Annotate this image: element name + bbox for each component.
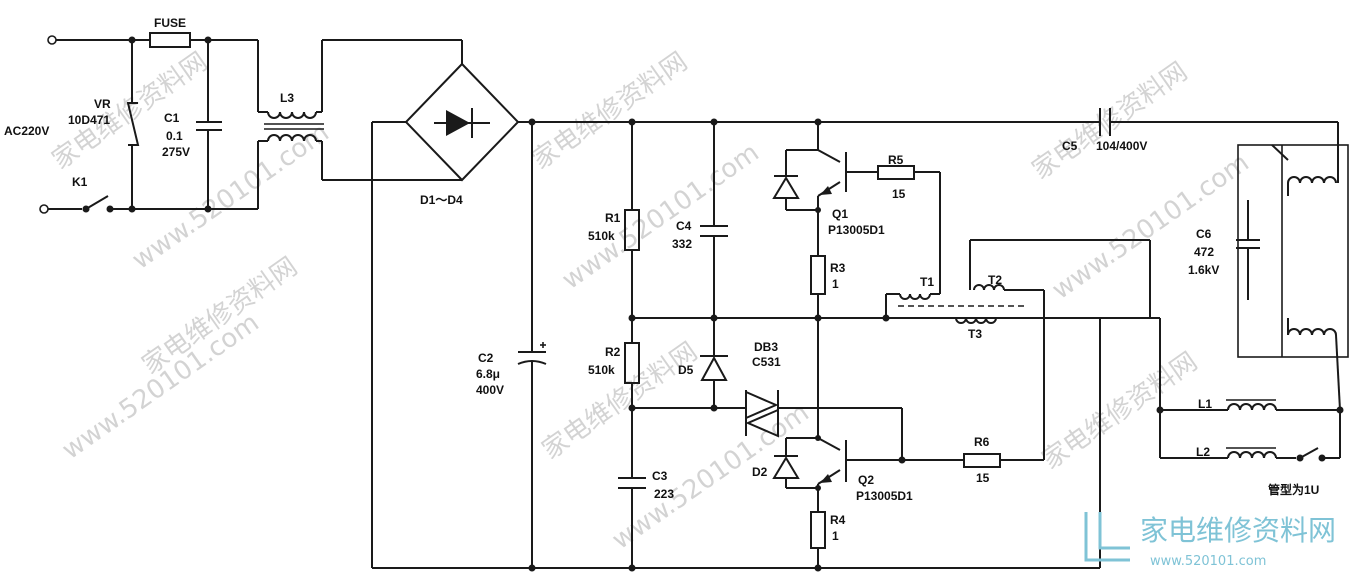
power-rails: [372, 118, 1101, 572]
c6-voltage: 1.6kV: [1188, 263, 1219, 277]
db3-diac: [745, 390, 818, 438]
tube-top-filament: [1287, 176, 1337, 184]
ac-label: AC220V: [4, 124, 49, 138]
c5-value: 104/400V: [1096, 139, 1147, 153]
watermark-url: www.520101.com: [127, 118, 335, 276]
r4-value: 1: [832, 529, 839, 543]
tube-bottom-filament: [1287, 328, 1337, 336]
q1-label: Q1: [832, 207, 848, 221]
component-labels: AC220V K1 FUSE VR 10D471 C1 0.1 275V L3 …: [4, 16, 1319, 543]
l2-winding: [1227, 451, 1277, 459]
l3-winding-top: [267, 111, 317, 119]
c4-d5-column: [632, 122, 1160, 412]
watermark-url: www.520101.com: [607, 398, 815, 556]
watermark-cn: 家电维修资料网: [527, 47, 693, 176]
c2-voltage: 400V: [476, 383, 504, 397]
watermark-layer: 家电维修资料网 www.520101.com www.520101.com 家电…: [47, 47, 1255, 556]
r1-value: 510k: [588, 229, 615, 243]
watermark-cn: 家电维修资料网: [1037, 347, 1203, 476]
l3-label: L3: [280, 91, 294, 105]
q1-value: P13005D1: [828, 223, 885, 237]
t2-winding: [973, 284, 1005, 291]
ac-input-section: [39, 32, 463, 214]
r2-value: 510k: [588, 363, 615, 377]
output-lamp-section: [1099, 108, 1349, 462]
c2-label: C2: [478, 351, 494, 365]
c6-value: 472: [1194, 245, 1214, 259]
r3-value: 1: [832, 277, 839, 291]
t3-label: T3: [968, 327, 982, 341]
watermark-url: www.520101.com: [557, 138, 765, 296]
r6-label: R6: [974, 435, 990, 449]
bridge-rectifier: [371, 62, 1100, 568]
r2-label: R2: [605, 345, 621, 359]
logo-cn: 家电维修资料网: [1140, 514, 1336, 547]
db3-value: C531: [752, 355, 781, 369]
t3-winding: [955, 317, 997, 324]
vr-value: 10D471: [68, 113, 110, 127]
vr-label: VR: [94, 97, 111, 111]
t2-label: T2: [988, 273, 1002, 287]
c2-value: 6.8μ: [476, 367, 500, 381]
r3-label: R3: [830, 261, 846, 275]
site-logo: 家电维修资料网 www.520101.com: [1084, 512, 1336, 569]
c1-value: 0.1: [166, 129, 183, 143]
drive-transformer: [882, 239, 1151, 324]
r1-r2-c3-column: [618, 122, 646, 568]
q2-value: P13005D1: [856, 489, 913, 503]
fuse-label: FUSE: [154, 16, 186, 30]
c1-voltage: 275V: [162, 145, 190, 159]
l1-label: L1: [1198, 397, 1212, 411]
r6-value: 15: [976, 471, 990, 485]
c3-value: 223: [654, 487, 674, 501]
q2-label: Q2: [858, 473, 874, 487]
q1-transistor: [772, 122, 941, 322]
t1-label: T1: [920, 275, 934, 289]
c6-label: C6: [1196, 227, 1212, 241]
c3-label: C3: [652, 469, 668, 483]
watermark-url: www.520101.com: [57, 308, 265, 466]
r5-value: 15: [892, 187, 906, 201]
c4-label: C4: [676, 219, 692, 233]
d2-label: D2: [752, 465, 768, 479]
q2-transistor: [772, 290, 1045, 568]
c5-label: C5: [1062, 139, 1078, 153]
r5-label: R5: [888, 153, 904, 167]
t1-winding: [899, 293, 931, 300]
l1-winding: [1227, 403, 1277, 411]
fuse-symbol: [149, 32, 191, 48]
l3-winding-bottom: [267, 134, 317, 142]
k1-label: K1: [72, 175, 88, 189]
c2-capacitor: [517, 122, 547, 568]
k1-switch-blade: [85, 195, 109, 210]
bridge-label: D1～D4: [420, 193, 463, 207]
r4-label: R4: [830, 513, 846, 527]
c1-label: C1: [164, 111, 180, 125]
l2-label: L2: [1196, 445, 1210, 459]
c4-value: 332: [672, 237, 692, 251]
db3-label: DB3: [754, 340, 778, 354]
r1-label: R1: [605, 211, 621, 225]
d5-label: D5: [678, 363, 694, 377]
logo-url: www.520101.com: [1150, 554, 1266, 569]
tube-type-label: 管型为1U: [1268, 482, 1319, 497]
